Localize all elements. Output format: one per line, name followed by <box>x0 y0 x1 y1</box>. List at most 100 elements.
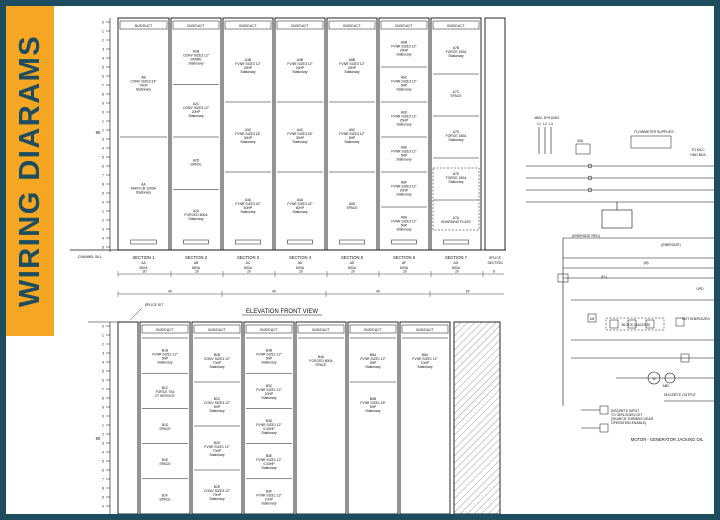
unit-id: A4A <box>297 198 304 202</box>
annotation: DISCRETE INPUT <box>611 409 639 413</box>
unit-id: A5C <box>349 128 356 132</box>
ruler-number: 3 <box>102 138 104 142</box>
control-transformer <box>601 209 633 229</box>
unit-id: A3A <box>245 198 252 202</box>
section-name: SECTION 5 <box>341 255 364 260</box>
unit-description: SPACE <box>450 94 462 98</box>
ruler-number: 8 <box>102 183 104 187</box>
elevation-title: ELEVATION FRONT VIEW <box>246 309 318 315</box>
mcc-section-frame <box>430 17 482 251</box>
section-header-cell <box>380 20 428 30</box>
ruler-number: 6 <box>102 469 104 473</box>
unit-description: Stationary <box>261 501 277 505</box>
ruler-number: 0 <box>102 111 104 115</box>
section-rating: 600A <box>140 266 149 270</box>
splice-section-label: SECTION <box>487 261 503 265</box>
dimension-value: 20 <box>299 270 303 274</box>
disconnect-switch <box>575 143 591 155</box>
unit-description: CONV SIZE3 12" <box>183 53 210 57</box>
unit-description: FVNR SIZE3 12" <box>235 62 261 66</box>
unit-description: FVNR SIZE1 12" <box>256 388 282 392</box>
unit-id: A4B <box>297 58 304 62</box>
ruler-number: 2 <box>102 129 104 133</box>
unit-id: B5B <box>370 397 377 401</box>
unit-description: SPACE <box>159 497 171 501</box>
unit-id: B2B <box>214 353 221 357</box>
ruler-number: 1 <box>102 210 104 214</box>
unit-description: FVNR SIZE1 12" <box>204 445 230 449</box>
dimension-value: 20 <box>143 270 147 274</box>
ruler-number: 4 <box>102 147 104 151</box>
unit-id: A6B <box>401 41 408 45</box>
unit-description: Stationary <box>448 54 464 58</box>
section-header-label: BUS/DUCT <box>208 328 225 332</box>
section-code: AD <box>298 261 303 265</box>
unit-description: FVNR SIZE3 12" <box>391 80 417 84</box>
unit-description: 70HP <box>213 361 222 365</box>
ruler-number: 1 <box>102 30 104 34</box>
unit-description: Stationary <box>136 88 152 92</box>
section-header-label: BUS/DUCT <box>447 24 464 28</box>
unit-description: FVNR SIZE3 12" <box>391 185 417 189</box>
unit-description: Stationary <box>261 431 277 435</box>
ruler-number: 5 <box>102 370 104 374</box>
ruler-number: 0 <box>102 325 104 329</box>
unit-description: Stationary <box>396 53 412 57</box>
ruler-number: 1 <box>102 334 104 338</box>
splice-section-frame <box>117 321 139 514</box>
ruler-number: 3 <box>102 442 104 446</box>
schematic-title: MOTOR - GENERATOR JACKING OIL <box>631 437 704 442</box>
mcc-section-frame <box>378 17 430 251</box>
io-label: ABC <box>663 384 671 388</box>
mcc-section-frame <box>326 17 378 251</box>
dimension-value: 40 <box>168 290 172 294</box>
relay-coil-1M <box>587 313 597 323</box>
unit-id: A6A <box>401 216 408 220</box>
ruler-number: 8 <box>102 93 104 97</box>
section-header-label: BUS/DUCT <box>239 24 256 28</box>
unit-description: Stationary <box>209 365 225 369</box>
ruler-number: 8 <box>102 397 104 401</box>
section-code: AF <box>402 261 406 265</box>
unit-id: A2A <box>193 209 200 213</box>
relay-coil <box>675 317 685 327</box>
section-header-cell <box>297 324 345 334</box>
unit-description: FORCED 800A <box>309 359 333 363</box>
unit-id: A5B <box>349 58 356 62</box>
breaker-rating: 30A <box>577 139 584 143</box>
unit-id: B2D <box>214 441 221 445</box>
supply-label: 480V, 3PH 60HZ <box>534 116 559 120</box>
unit-description: FORCE 70A <box>156 390 176 394</box>
unit-id: B4A <box>318 355 325 359</box>
section-header-label: BUS/DUCT <box>260 328 277 332</box>
section-header-label: BUS/DUCT <box>291 24 308 28</box>
unit-description: FVNR SIZE1 18" <box>360 401 386 405</box>
dimension-value: 8 <box>493 270 495 274</box>
ruler-number: 0 <box>102 415 104 419</box>
ruler-number: 4 <box>102 57 104 61</box>
unit-id: B6A <box>422 353 429 357</box>
relay-label: 1M <box>590 317 595 321</box>
section-header-cell <box>328 20 376 30</box>
section-base-plate <box>443 239 469 245</box>
section-header-label: BUS/DUCT <box>395 24 412 28</box>
unit-description: Stationary <box>261 466 277 470</box>
unit-description: FVNR SIZE1 12" <box>412 357 438 361</box>
mcc-section-frame <box>117 17 170 251</box>
ruler-number: 5 <box>102 246 104 250</box>
section-base-plate <box>339 239 365 245</box>
unit-description: Stationary <box>365 409 381 413</box>
unit-description: 5HP <box>370 361 377 365</box>
unit-description: FVNR SIZE3 18" <box>235 132 261 136</box>
unit-id: B1E <box>162 458 169 462</box>
section-header-cell <box>245 324 293 334</box>
ruler-number: 9 <box>102 496 104 500</box>
block-label: UPD <box>696 287 704 291</box>
unit-description: 30HP <box>244 136 253 140</box>
unit-id: A2B <box>193 49 200 53</box>
unit-id: A3C <box>245 128 252 132</box>
unit-description: 70HP <box>139 84 148 88</box>
unit-description: Stationary <box>209 409 225 413</box>
unit-description: Stationary <box>344 70 360 74</box>
unit-description: 5HP <box>214 405 221 409</box>
